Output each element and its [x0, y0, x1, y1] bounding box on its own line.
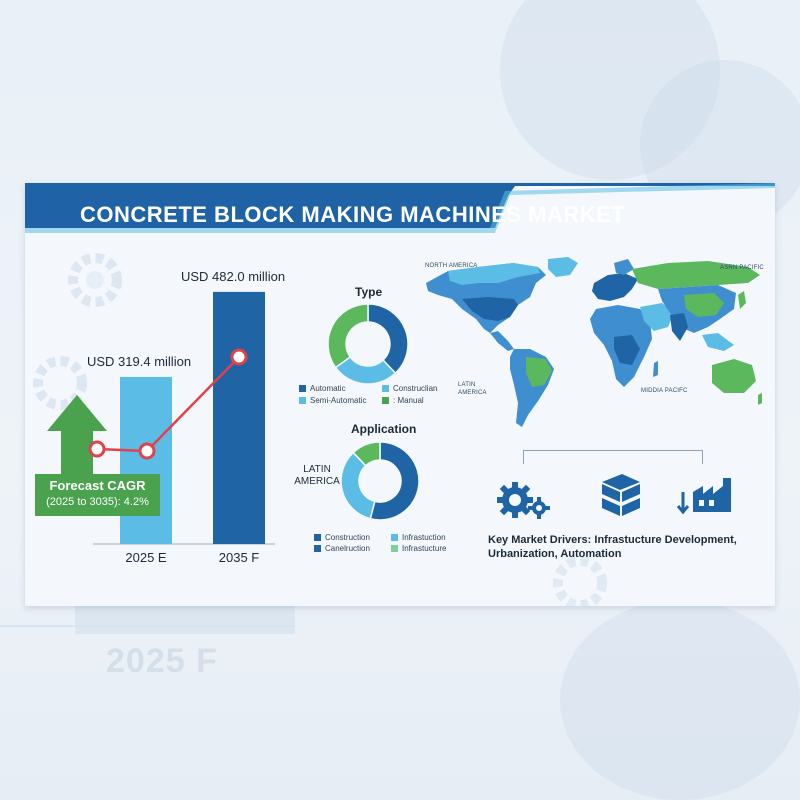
map-region-greenland [548, 257, 578, 277]
legend-swatch [391, 545, 398, 552]
legend-swatch [314, 534, 321, 541]
value-label: USD 319.4 million [87, 354, 191, 369]
legend-label: Construclian [393, 384, 438, 393]
map-region-new-zealand [758, 393, 762, 405]
trend-point [138, 442, 156, 460]
legend-item: Semi-Automatic [299, 396, 366, 405]
key-market-drivers-text: Key Market Drivers: Infrastucture Develo… [488, 534, 737, 560]
legend-swatch [391, 534, 398, 541]
legend-label: Automatic [310, 384, 346, 393]
map-region-southeast-asia [702, 333, 734, 351]
background-line [0, 625, 295, 627]
donut-slice [367, 303, 409, 375]
title-banner [25, 183, 775, 233]
legend-item: Construclian [382, 384, 437, 393]
legend-label: Infrastucture [402, 544, 447, 553]
map-label-north-america: NORTH AMERICA [425, 263, 478, 269]
legend-item: : Manual [382, 396, 424, 405]
map-region-canada [448, 263, 540, 285]
legend-item: Infrastucture [391, 544, 446, 553]
map-label-middle-pacific: MIDDIA PACIFC [641, 388, 688, 394]
up-arrow-icon [47, 395, 107, 479]
factory-icon [676, 478, 731, 515]
background-circle [560, 600, 800, 800]
trend-point [88, 440, 106, 458]
map-region-brazil [526, 357, 552, 387]
background-faded-text: 2025 F [106, 642, 218, 680]
legend-swatch [299, 397, 306, 404]
forecast-cagr-badge: Forecast CAGR (2025 to 3035): 4.2% [35, 474, 160, 516]
type-chart-title: Type [355, 285, 383, 299]
legend-swatch [382, 385, 389, 392]
market-size-bar-chart: 2025 E USD 319.4 million 2035 F USD 482.0 m… [47, 269, 285, 565]
legend-label: Semi-Automatic [310, 396, 367, 405]
map-region-usa [462, 297, 518, 321]
map-region-central-america [490, 331, 514, 351]
map-region-scandinavia [614, 259, 634, 275]
stacked-blocks-icon [602, 474, 640, 516]
cagr-subtitle: (2025 to 3035): 4.2% [46, 496, 149, 508]
map-region-russia [632, 261, 760, 289]
legend-swatch [299, 385, 306, 392]
map-region-japan [738, 291, 746, 309]
drivers-bracket [523, 450, 703, 464]
x-tick-label: 2035 F [219, 550, 260, 565]
donut-slice [327, 303, 369, 369]
gears-icon [497, 482, 550, 519]
legend-label: Infrastuction [402, 533, 446, 542]
gear-icon [33, 356, 87, 410]
application-chart-title: Application [351, 422, 417, 436]
map-region-india [670, 313, 688, 341]
donut-slice [352, 441, 381, 467]
type-donut-chart [327, 303, 409, 385]
legend-item: Infrastuction [391, 533, 446, 542]
world-map [426, 257, 762, 427]
application-legend: Construction Infrastuction Canelruction … [314, 533, 474, 557]
gear-icon [553, 556, 607, 606]
map-region-europe [592, 273, 638, 301]
chart-title: CONCRETE BLOCK MAKING MACHINES MARKET [80, 202, 626, 227]
legend-swatch [382, 397, 389, 404]
value-label: USD 482.0 million [181, 269, 285, 284]
legend-swatch [314, 545, 321, 552]
donut-slice [369, 441, 420, 521]
region-label: LATIN AMERICA [294, 464, 340, 487]
legend-label: : Manual [393, 396, 424, 405]
map-region-middle-east [640, 303, 674, 331]
x-tick-label: 2025 E [125, 550, 167, 565]
bar [120, 376, 172, 544]
bar [213, 291, 265, 544]
background-strip [75, 606, 295, 634]
legend-item: Construction [314, 533, 370, 542]
gear-icon [68, 253, 122, 307]
map-region-china [684, 293, 724, 317]
map-label-asia-pacific: ASRN PACIFIC [720, 265, 764, 271]
map-region-madagascar [653, 361, 658, 377]
infographic-card: CONCRETE BLOCK MAKING MACHINES MARKET 20… [25, 183, 775, 606]
legend-label: Canelruction [325, 544, 370, 553]
cagr-title: Forecast CAGR [49, 478, 146, 493]
map-region-australia [712, 359, 756, 393]
background-circle [500, 0, 720, 180]
trend-point [230, 348, 248, 366]
application-donut-chart [340, 441, 420, 521]
legend-label: Construction [325, 533, 370, 542]
donut-slice [340, 451, 376, 520]
legend-item: Automatic [299, 384, 346, 393]
map-region-central-africa [614, 335, 640, 365]
legend-item: Canelruction [314, 544, 370, 553]
type-legend: Automatic Construclian Semi-Automatic : … [299, 384, 459, 408]
